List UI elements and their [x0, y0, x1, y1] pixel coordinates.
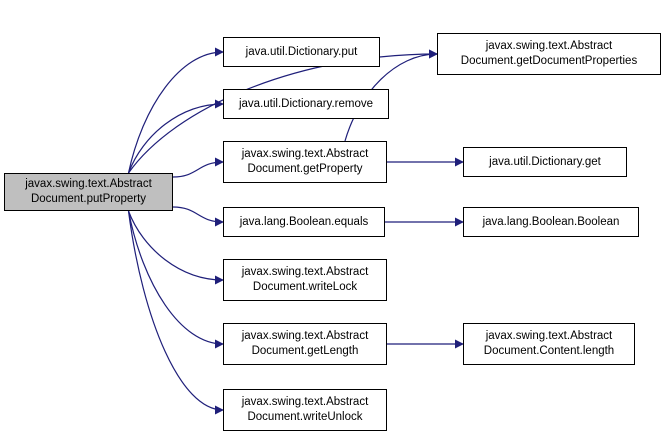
edge-root-to-dict_put	[127, 47, 224, 174]
node-getDocumentProperties[interactable]: javax.swing.text.Abstract Document.getDo…	[437, 33, 661, 75]
node-boolean-constructor[interactable]: java.lang.Boolean.Boolean	[463, 207, 639, 237]
node-dictionary-remove[interactable]: java.util.Dictionary.remove	[223, 89, 389, 119]
node-root-putProperty: javax.swing.text.Abstract Document.putPr…	[4, 173, 173, 211]
edge-root-to-dict_remove	[127, 99, 224, 174]
node-boolean-equals[interactable]: java.lang.Boolean.equals	[223, 207, 385, 237]
node-dictionary-put[interactable]: java.util.Dictionary.put	[223, 37, 380, 67]
edge-root-to-write_unlock	[127, 210, 224, 415]
edge-root-to-get_length	[127, 210, 224, 349]
edge-root-to-bool_equals	[172, 206, 224, 227]
node-dictionary-get[interactable]: java.util.Dictionary.get	[463, 147, 627, 177]
node-getLength[interactable]: javax.swing.text.Abstract Document.getLe…	[223, 323, 387, 365]
node-content-length[interactable]: javax.swing.text.Abstract Document.Conte…	[463, 323, 635, 365]
edge-get_property-to-get_doc_props	[344, 49, 438, 142]
node-getProperty[interactable]: javax.swing.text.Abstract Document.getPr…	[223, 141, 387, 183]
node-writeUnlock[interactable]: javax.swing.text.Abstract Document.write…	[223, 389, 387, 431]
node-writeLock[interactable]: javax.swing.text.Abstract Document.write…	[223, 259, 387, 301]
edge-root-to-get_property	[172, 157, 224, 178]
edge-root-to-write_lock	[127, 210, 224, 285]
